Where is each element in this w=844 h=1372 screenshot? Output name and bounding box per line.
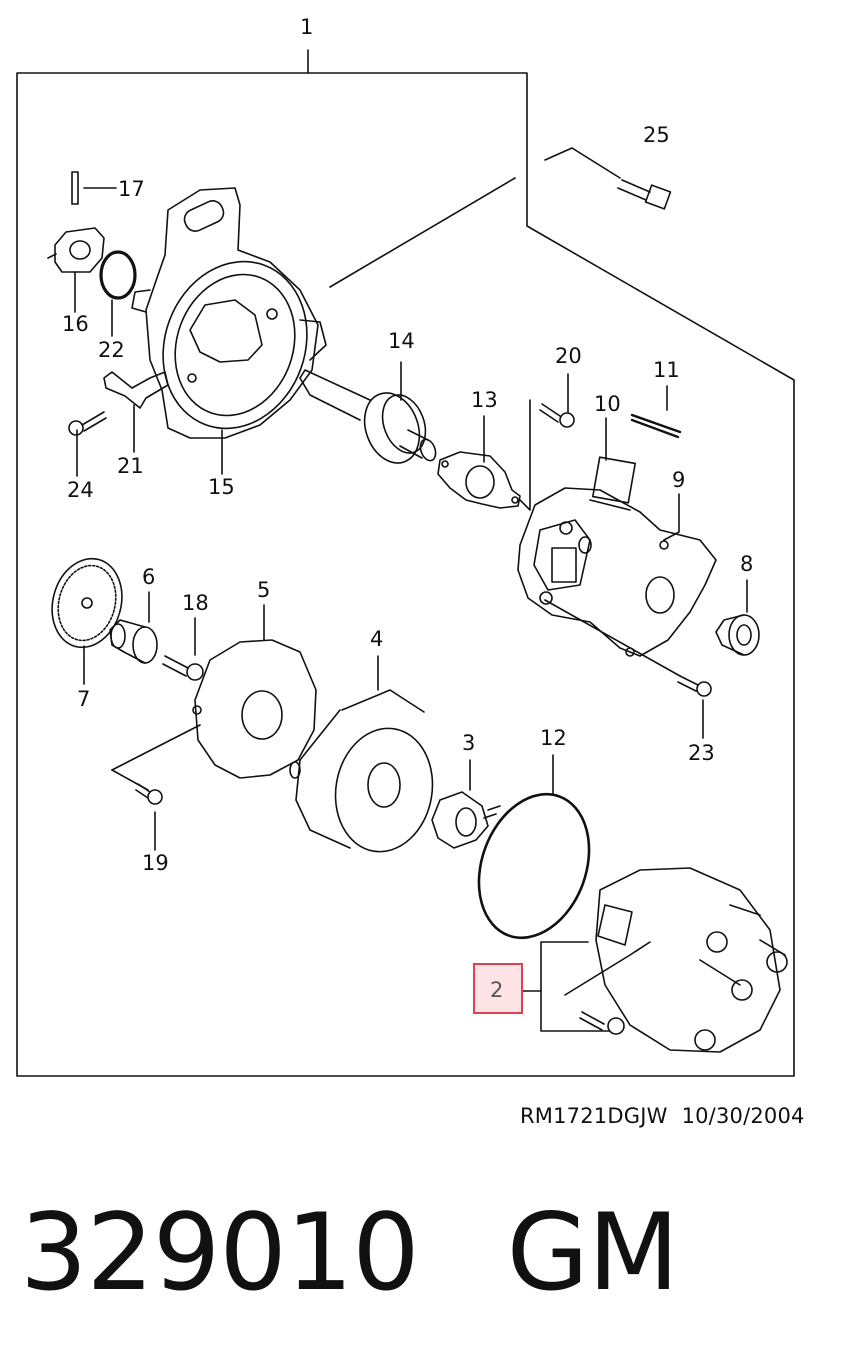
part-5-cover bbox=[192, 639, 317, 779]
callout-6: 6 bbox=[142, 565, 155, 589]
callout-19: 19 bbox=[142, 851, 169, 875]
part-24-screw bbox=[68, 411, 107, 436]
callout-9: 9 bbox=[672, 468, 685, 492]
part-22-oring bbox=[99, 250, 137, 300]
callout-13: 13 bbox=[471, 388, 498, 412]
callout-1: 1 bbox=[300, 15, 313, 39]
part-21-bracket bbox=[103, 371, 169, 409]
part-7-disc bbox=[51, 557, 123, 649]
callout-15: 15 bbox=[208, 475, 235, 499]
part-12-oring bbox=[477, 792, 591, 940]
callout-12: 12 bbox=[540, 726, 567, 750]
callout-20: 20 bbox=[555, 344, 582, 368]
part-3-rotor bbox=[431, 791, 501, 849]
callout-25: 25 bbox=[643, 123, 670, 147]
highlighted-callout-box bbox=[473, 963, 523, 1014]
part-13-gasket bbox=[437, 451, 521, 509]
part-18-screw bbox=[162, 655, 204, 681]
callout-3: 3 bbox=[462, 731, 475, 755]
reference-code: RM1721DGJW bbox=[520, 1104, 668, 1128]
part-11-strip bbox=[630, 413, 682, 439]
part-number: 329010 bbox=[20, 1191, 420, 1314]
callout-7: 7 bbox=[77, 687, 90, 711]
callout-24: 24 bbox=[67, 478, 94, 502]
part-4-rotor-cup bbox=[289, 689, 434, 853]
callout-23: 23 bbox=[688, 741, 715, 765]
part-23-screw bbox=[677, 675, 712, 697]
callout-16: 16 bbox=[62, 312, 89, 336]
callout-labels: 1 3 4 5 6 7 8 9 10 11 12 13 14 15 16 17 … bbox=[62, 15, 753, 875]
part-2-cap bbox=[595, 867, 788, 1053]
callout-2: 2 bbox=[490, 978, 504, 1002]
part-15-housing bbox=[131, 187, 327, 439]
part-17-pin bbox=[71, 171, 79, 205]
callout-10: 10 bbox=[594, 392, 621, 416]
callout-8: 8 bbox=[740, 552, 753, 576]
brand-name: GM bbox=[506, 1191, 680, 1314]
part-2-bolt bbox=[579, 1011, 625, 1035]
callout-11: 11 bbox=[653, 358, 680, 382]
part-20-screw bbox=[539, 403, 575, 428]
callout-14: 14 bbox=[388, 329, 415, 353]
part-8-bushing bbox=[715, 614, 760, 656]
part-9-plate bbox=[517, 487, 717, 657]
callout-21: 21 bbox=[117, 454, 144, 478]
part-25-bolt bbox=[617, 179, 672, 210]
assembly-frame bbox=[16, 49, 795, 1077]
part-16-clip bbox=[47, 227, 105, 273]
part-10-sensor bbox=[589, 456, 636, 511]
part-14-shaft bbox=[299, 369, 437, 464]
callout-17: 17 bbox=[118, 177, 145, 201]
diagram-reference: RM1721DGJW 10/30/2004 bbox=[520, 1104, 805, 1128]
reference-date: 10/30/2004 bbox=[681, 1104, 805, 1128]
callout-5: 5 bbox=[257, 578, 270, 602]
callout-22: 22 bbox=[98, 338, 125, 362]
callout-18: 18 bbox=[182, 591, 209, 615]
callout-4: 4 bbox=[370, 627, 383, 651]
part-6-sleeve bbox=[109, 619, 158, 664]
part-19-screw bbox=[135, 783, 163, 805]
